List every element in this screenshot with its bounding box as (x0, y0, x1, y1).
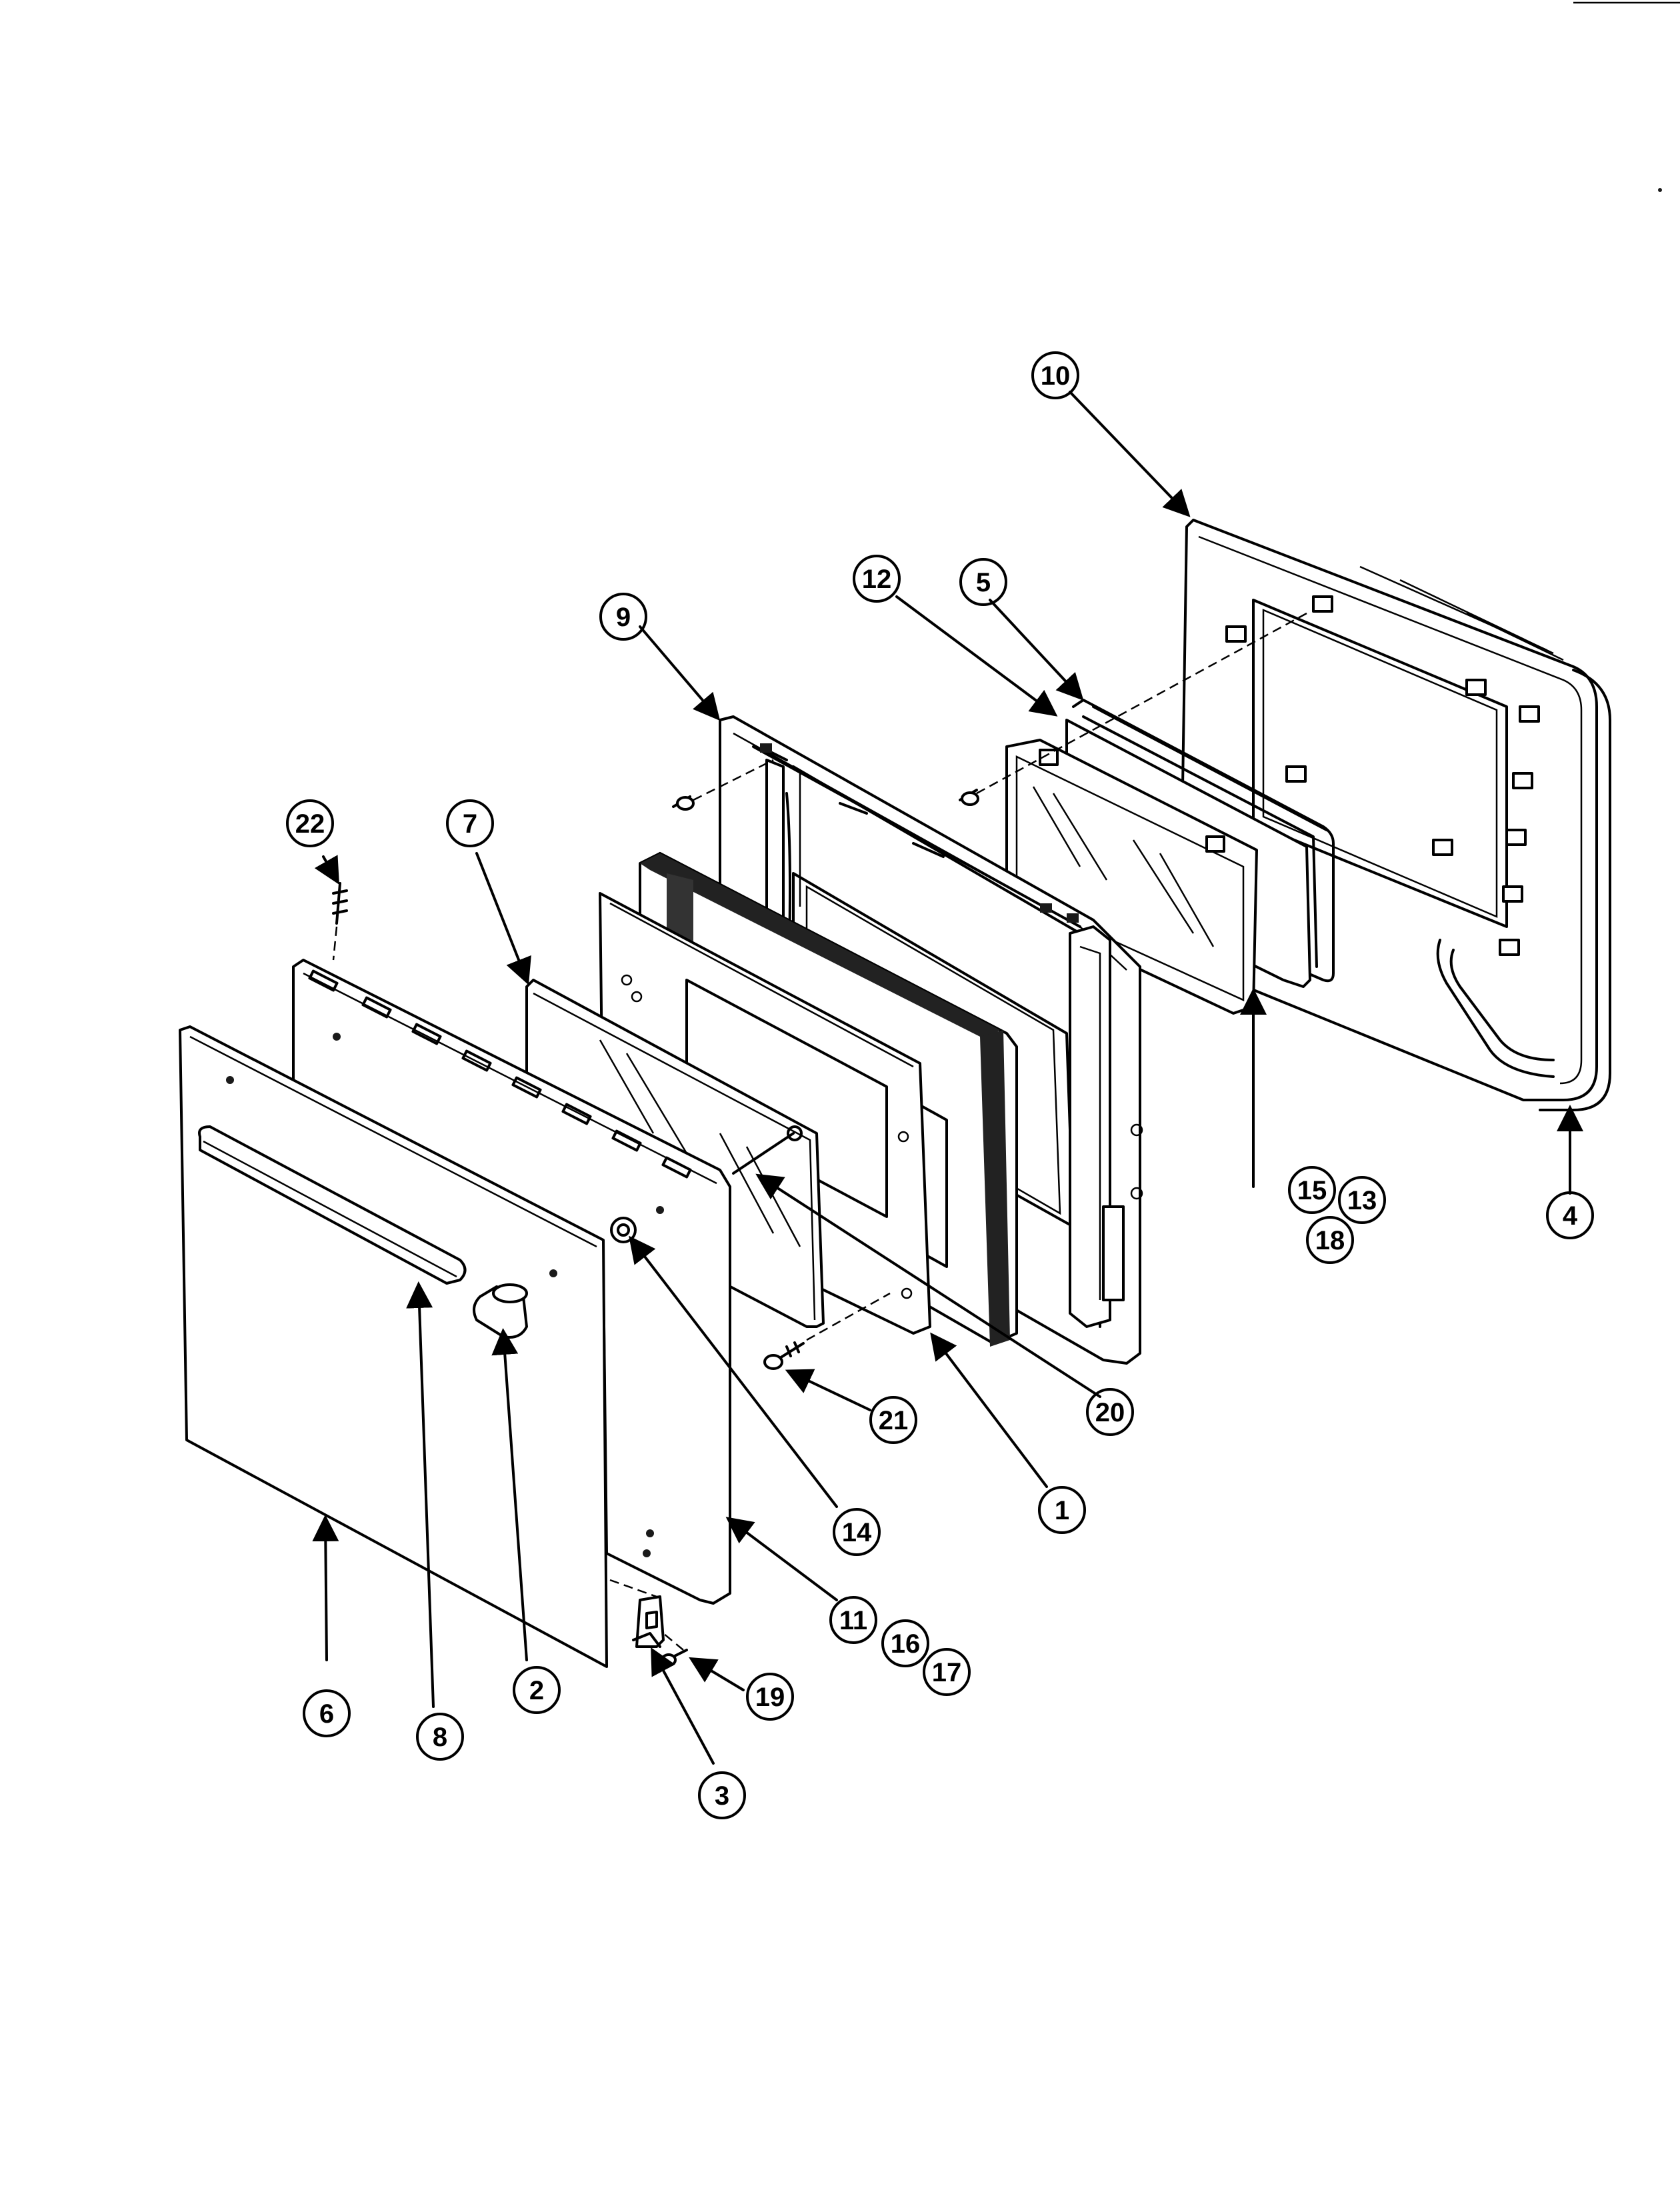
frame-screws (672, 612, 1307, 811)
callout-7: 7 (446, 799, 494, 847)
callout-4: 4 (1546, 1191, 1594, 1239)
grommet (610, 1217, 637, 1243)
svg-text:15: 15 (1297, 1176, 1327, 1205)
hinge-bracket (609, 1579, 665, 1648)
svg-text:17: 17 (932, 1658, 962, 1687)
callout-21: 21 (869, 1396, 917, 1444)
callout-6: 6 (303, 1689, 351, 1737)
callout-12: 12 (853, 555, 901, 603)
door-gasket (1072, 699, 1335, 983)
svg-text:20: 20 (1095, 1398, 1125, 1427)
callout-20: 20 (1086, 1388, 1134, 1436)
callout-15: 15 (1288, 1166, 1336, 1214)
callout-9: 9 (599, 593, 647, 641)
svg-text:4: 4 (1563, 1201, 1578, 1231)
door-handle (198, 1125, 467, 1285)
top-screw (332, 882, 348, 961)
svg-text:16: 16 (891, 1629, 921, 1659)
callout-18: 18 (1306, 1216, 1354, 1264)
leader-lines (312, 391, 1583, 1765)
svg-text:10: 10 (1041, 361, 1071, 391)
callout-3: 3 (698, 1771, 746, 1819)
hinge-screw (661, 1633, 688, 1667)
callout-8: 8 (416, 1713, 464, 1761)
callout-11: 11 (829, 1596, 877, 1644)
panel-screw (763, 1292, 891, 1370)
callout-10: 10 (1031, 351, 1079, 399)
callout-16: 16 (881, 1619, 929, 1667)
svg-text:22: 22 (295, 809, 325, 839)
callout-2: 2 (513, 1666, 561, 1714)
scan-speck (1658, 188, 1662, 192)
svg-text:9: 9 (616, 603, 631, 632)
callout-13: 13 (1338, 1176, 1386, 1224)
svg-text:21: 21 (879, 1406, 909, 1435)
svg-text:1: 1 (1055, 1496, 1069, 1525)
vent-panel (292, 959, 731, 1605)
inner-glass-assembly (1005, 719, 1311, 1015)
svg-text:6: 6 (319, 1699, 334, 1729)
callout-1: 1 (1038, 1486, 1086, 1534)
callout-19: 19 (746, 1673, 794, 1721)
callout-17: 17 (923, 1648, 971, 1696)
svg-text:13: 13 (1347, 1186, 1377, 1215)
callout-5: 5 (959, 558, 1007, 606)
svg-text:11: 11 (839, 1606, 867, 1635)
callout-22: 22 (286, 799, 334, 847)
svg-text:18: 18 (1315, 1226, 1345, 1255)
svg-text:7: 7 (463, 809, 477, 839)
svg-text:8: 8 (433, 1723, 447, 1752)
svg-text:3: 3 (715, 1781, 729, 1811)
callout-14: 14 (833, 1508, 881, 1556)
svg-text:5: 5 (976, 568, 991, 597)
svg-text:19: 19 (755, 1683, 785, 1712)
svg-text:14: 14 (842, 1518, 872, 1547)
svg-text:12: 12 (862, 565, 892, 594)
svg-text:2: 2 (529, 1676, 544, 1705)
